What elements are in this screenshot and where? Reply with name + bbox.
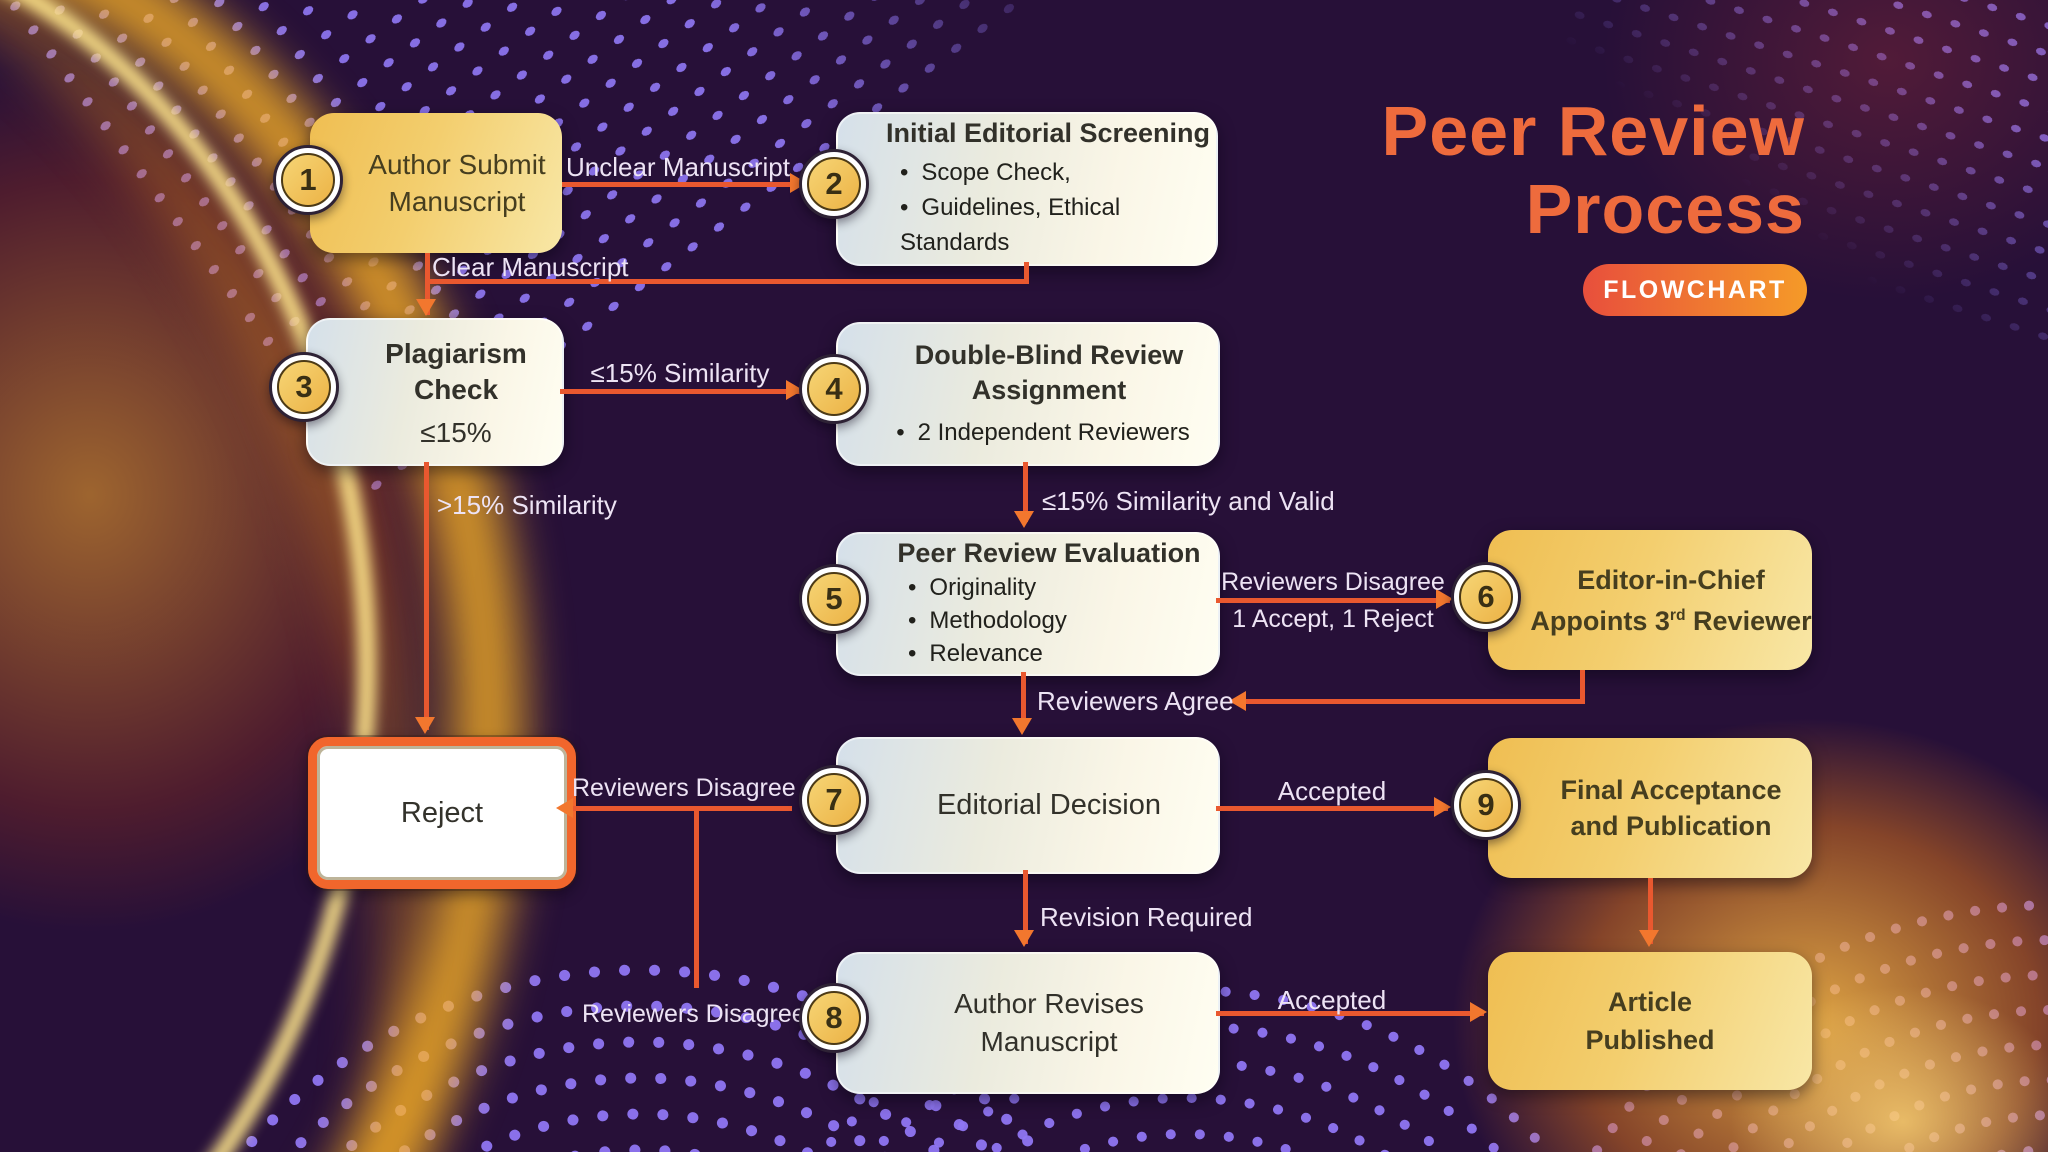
arrowhead-5-to-6 — [1436, 589, 1453, 609]
node-reject: Reject — [308, 737, 576, 889]
node-author-submit: Author Submit Manuscript — [310, 113, 562, 253]
step-badge-3: 3 — [269, 352, 339, 422]
node-double-blind-bullet-1: 2 Independent Reviewers — [896, 415, 1190, 450]
line-5-to-6 — [1216, 598, 1450, 603]
edge-label-clear-manuscript: Clear Manuscript — [432, 252, 629, 282]
edge-label-reviewers-disagree-1: Reviewers Disagree — [1221, 568, 1445, 596]
arrowhead-into-reject — [415, 717, 435, 734]
node-article-published-line2: Published — [1585, 1025, 1715, 1055]
edge-label-accepted-final: Accepted — [1277, 776, 1387, 806]
line-6-down — [1580, 670, 1585, 704]
red-haze-top-right — [1508, 0, 2048, 380]
node-double-blind-review: Double-Blind Review Assignment 2 Indepen… — [836, 322, 1220, 466]
node-author-revises-line1: Author Revises — [954, 988, 1144, 1019]
line-7-to-reject — [572, 806, 792, 811]
step-badge-7: 7 — [799, 765, 869, 835]
line-4-to-5 — [1023, 462, 1028, 522]
node-peer-review-bullet-3: Relevance — [908, 637, 1067, 670]
arrowhead-7-to-8 — [1014, 930, 1034, 947]
edge-label-similarity-valid: ≤15% Similarity and Valid — [1042, 486, 1335, 516]
node-plagiarism-check: Plagiarism Check ≤15% — [306, 318, 564, 466]
node-plagiarism-check-line2: Check — [413, 373, 499, 405]
node-final-acceptance-line2: and Publication — [1570, 811, 1772, 841]
node-article-published-line1: Article — [1607, 987, 1693, 1017]
line-9-to-published — [1648, 878, 1653, 944]
line-2-down — [1024, 262, 1029, 284]
edge-label-reviewers-disagree-revise: Reviewers Disagree — [582, 1000, 806, 1028]
line-3-to-4 — [560, 389, 800, 394]
edge-label-similarity-gt: >15% Similarity — [437, 490, 617, 520]
line-1-to-2 — [562, 182, 808, 187]
line-1-down — [425, 253, 430, 315]
edge-label-reviewers-disagree-reject: Reviewers Disagree — [572, 774, 796, 802]
arrowhead-3-to-4 — [786, 380, 803, 400]
line-5-to-7 — [1021, 672, 1026, 728]
step-badge-1: 1 — [273, 145, 343, 215]
line-clear-horizontal — [425, 279, 1027, 284]
step-badge-8: 8 — [799, 983, 869, 1053]
node-peer-review-evaluation: Peer Review Evaluation Originality Metho… — [836, 532, 1220, 676]
arrowhead-7-to-9 — [1434, 797, 1451, 817]
edge-label-similarity-le: ≤15% Similarity — [590, 358, 770, 388]
arrowhead-7-to-reject — [556, 798, 573, 818]
node-editor-in-chief-line2: Appoints 3rd Reviewer — [1530, 605, 1812, 636]
line-disagree-branch — [694, 808, 699, 988]
step-badge-9: 9 — [1451, 770, 1521, 840]
node-peer-review-bullet-2: Methodology — [908, 604, 1066, 637]
node-editorial-decision: Editorial Decision — [836, 737, 1220, 874]
node-author-revises-line2: Manuscript — [980, 1026, 1118, 1057]
node-editor-in-chief-line1: Editor-in-Chief — [1577, 564, 1765, 595]
node-initial-screening: Initial Editorial Screening Scope Check,… — [836, 112, 1218, 266]
line-6-return — [1246, 699, 1585, 704]
node-double-blind-line1: Double-Blind Review — [914, 340, 1184, 370]
edge-label-reviewers-agree: Reviewers Agree — [1037, 686, 1234, 716]
line-7-to-8 — [1023, 870, 1028, 944]
step-badge-4: 4 — [799, 354, 869, 424]
node-author-submit-line2: Manuscript — [388, 186, 526, 217]
line-3-to-reject — [424, 462, 429, 730]
step-badge-6: 6 — [1451, 562, 1521, 632]
node-author-revises: Author Revises Manuscript — [836, 952, 1220, 1094]
node-plagiarism-threshold: ≤15% — [420, 416, 492, 448]
step-badge-2: 2 — [799, 149, 869, 219]
arrowhead-5-to-7 — [1012, 718, 1032, 735]
page-title: Peer Review Process — [1045, 92, 1805, 248]
step-badge-5: 5 — [799, 564, 869, 634]
arrowhead-6-return — [1229, 691, 1246, 711]
node-editorial-decision-title: Editorial Decision — [936, 789, 1162, 821]
page-title-line2: Process — [1525, 170, 1805, 248]
node-plagiarism-check-line1: Plagiarism — [385, 337, 527, 369]
flowchart-badge: FLOWCHART — [1583, 264, 1807, 316]
node-author-submit-line1: Author Submit — [368, 149, 546, 180]
arrowhead-8-to-published — [1470, 1002, 1487, 1022]
node-peer-review-bullet-1: Originality — [908, 571, 1067, 604]
arrowhead-into-3 — [416, 299, 436, 316]
edge-label-accepted-publish: Accepted — [1277, 985, 1387, 1015]
line-7-to-9 — [1216, 806, 1448, 811]
node-reject-title: Reject — [400, 796, 484, 829]
node-final-acceptance: Final Acceptance and Publication — [1488, 738, 1812, 878]
node-editor-in-chief: Editor-in-Chief Appoints 3rd Reviewer — [1488, 530, 1812, 670]
node-initial-screening-bullet-2: Guidelines, Ethical Standards — [900, 190, 1216, 260]
node-article-published: Article Published — [1488, 952, 1812, 1090]
node-initial-screening-bullet-1: Scope Check, — [900, 155, 1216, 190]
arrowhead-9-to-published — [1639, 930, 1659, 947]
arrowhead-4-to-5 — [1014, 511, 1034, 528]
node-double-blind-line2: Assignment — [971, 375, 1127, 405]
node-initial-screening-title: Initial Editorial Screening — [885, 118, 1211, 148]
edge-label-revision-required: Revision Required — [1040, 902, 1253, 932]
edge-label-reviewers-disagree-2: 1 Accept, 1 Reject — [1232, 605, 1434, 633]
node-peer-review-title: Peer Review Evaluation — [897, 538, 1201, 568]
line-8-to-published — [1216, 1011, 1484, 1016]
flowchart-badge-label: FLOWCHART — [1603, 275, 1787, 304]
node-final-acceptance-line1: Final Acceptance — [1560, 775, 1782, 805]
edge-label-unclear-manuscript: Unclear Manuscript — [566, 152, 790, 182]
page-title-line1: Peer Review — [1381, 92, 1805, 170]
